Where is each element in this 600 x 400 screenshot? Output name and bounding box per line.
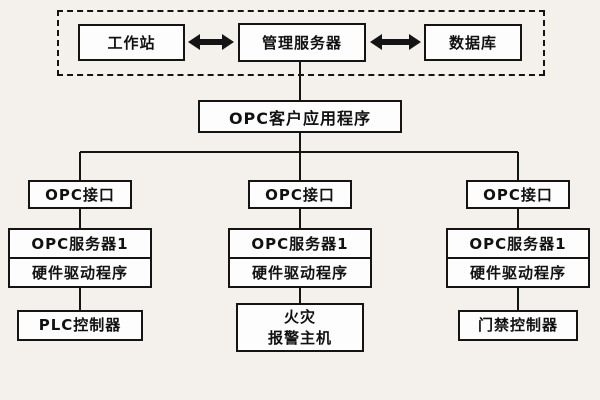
opc-server-label: OPC服务器1 [10,230,150,259]
double-arrow-icon [188,34,234,50]
hardware-driver-label: 硬件驱动程序 [469,264,566,282]
connector-line-group [79,62,519,310]
workstation-box: 工作站 [78,24,185,61]
opc-server-label: OPC服务器1 [448,230,588,259]
hardware-driver-label: 硬件驱动程序 [31,264,128,282]
plc-controller-box: PLC控制器 [17,310,143,341]
opc-client-app-box: OPC客户应用程序 [198,100,402,133]
opc-server-stack-middle: OPC服务器1 硬件驱动程序 [228,228,372,288]
opc-server-stack-right: OPC服务器1 硬件驱动程序 [446,228,590,288]
opc-server-label: OPC服务器1 [230,230,370,259]
top-dashed-group [57,10,545,76]
double-arrow-icon [370,34,421,50]
opc-interface-box-middle: OPC接口 [248,180,352,209]
opc-server-stack-left: OPC服务器1 硬件驱动程序 [8,228,152,288]
hardware-driver-label: 硬件驱动程序 [251,264,348,282]
management-server-box: 管理服务器 [238,23,366,62]
opc-interface-box-left: OPC接口 [28,180,132,209]
database-box: 数据库 [424,24,522,61]
opc-interface-box-right: OPC接口 [466,180,570,209]
access-control-controller-box: 门禁控制器 [458,310,578,341]
fire-alarm-host-box: 火灾 报警主机 [236,303,364,352]
